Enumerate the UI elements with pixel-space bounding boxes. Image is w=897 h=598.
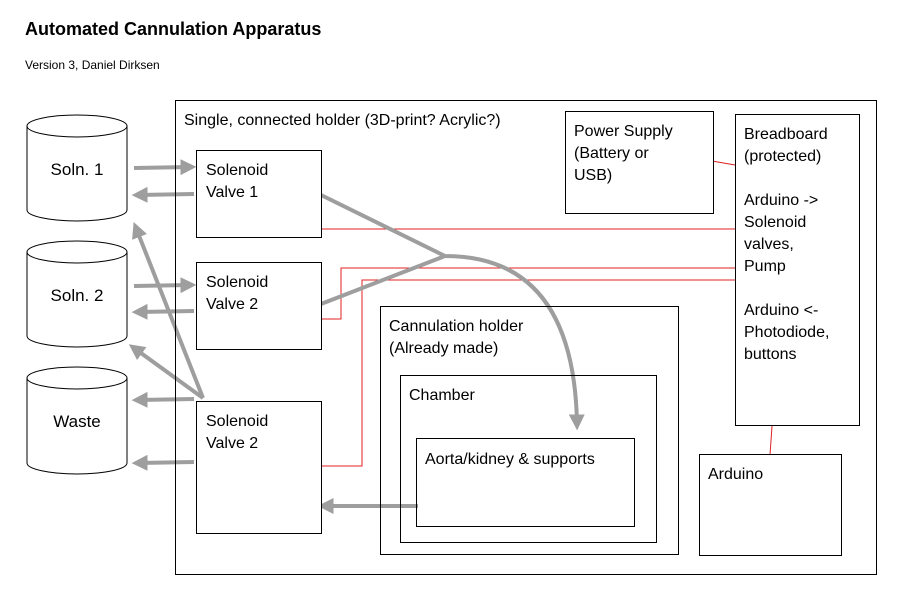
solenoid-valve-2-label: Solenoid Valve 2 <box>206 274 269 313</box>
container-label-soln-2: Soln. 2 <box>50 286 104 305</box>
holder-label: Single, connected holder (3D-print? Acry… <box>184 112 501 129</box>
cylinder-waste <box>26 366 128 475</box>
breadboard-box <box>735 114 860 426</box>
arrow-valve2-merge <box>320 254 446 306</box>
aorta-box <box>416 438 635 527</box>
chamber-label: Chamber <box>409 387 475 404</box>
breadboard-label: Breadboard (protected) Arduino -> Soleno… <box>744 126 830 363</box>
arrow-soln2-to-valve2 <box>133 277 197 294</box>
arduino-box <box>699 454 842 556</box>
power-supply-box <box>565 111 714 214</box>
solenoid-valve-1-label: Solenoid Valve 1 <box>206 162 269 201</box>
wire-power-breadboard <box>711 160 736 166</box>
container-label-waste: Waste <box>53 412 101 431</box>
arrow-valve3-to-soln1 <box>132 222 205 399</box>
power-supply-label: Power Supply (Battery or USB) <box>574 123 673 184</box>
cylinder-soln-1 <box>26 114 128 222</box>
cannulation-holder-box <box>380 306 679 555</box>
arrow-valve2-to-soln2 <box>131 303 195 320</box>
diagram-subtitle: Version 3, Daniel Dirksen <box>25 58 160 72</box>
solenoid-valve-3-label: Solenoid Valve 2 <box>206 413 269 452</box>
cylinder-soln-2 <box>26 240 128 348</box>
solenoid-valve-1 <box>196 150 322 238</box>
diagram-title: Automated Cannulation Apparatus <box>25 19 322 39</box>
solenoid-valve-3 <box>196 401 322 534</box>
chamber-box <box>400 375 657 543</box>
arrow-valve1-to-soln1 <box>131 186 195 203</box>
container-label-soln-1: Soln. 1 <box>50 160 104 179</box>
solenoid-valve-2 <box>196 262 322 350</box>
cannulation-holder-label: Cannulation holder (Already made) <box>389 318 524 357</box>
connected-holder-box <box>175 100 877 575</box>
arrow-valve3-to-waste-1 <box>131 391 195 408</box>
wire-valve2 <box>321 267 735 320</box>
arrow-valve1-to-chamber <box>320 193 585 431</box>
wire-breadboard-arduino <box>769 425 773 456</box>
arrow-valve3-to-waste-2 <box>131 454 195 471</box>
arrow-valve3-to-soln2 <box>128 344 205 400</box>
wire-valve3 <box>321 279 735 467</box>
flow-arrows <box>128 159 585 514</box>
arrow-soln1-to-valve1 <box>133 159 197 176</box>
aorta-label: Aorta/kidney & supports <box>425 451 595 468</box>
arduino-label: Arduino <box>708 466 764 483</box>
